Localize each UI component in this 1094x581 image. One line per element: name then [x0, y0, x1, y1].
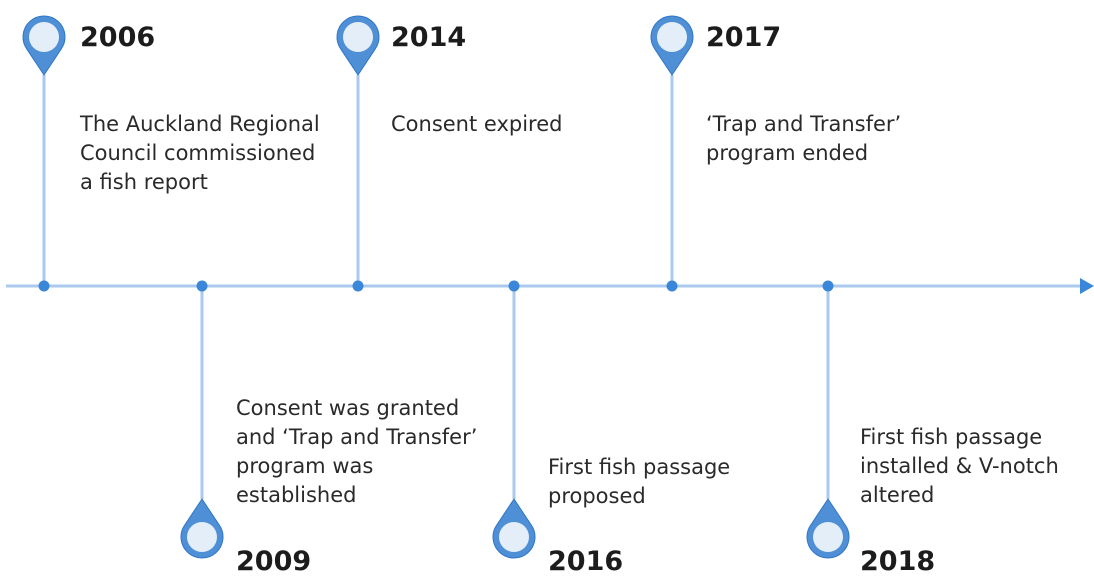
timeline-arrowhead [1080, 278, 1094, 294]
event-2016-year: 2016 [548, 546, 624, 577]
map-pin-icon [806, 498, 850, 559]
map-pin-icon [180, 498, 224, 559]
map-pin-icon [492, 498, 536, 559]
timeline-connectors [42, 75, 830, 499]
event-2014-year: 2014 [391, 22, 467, 53]
map-pin-icon [22, 15, 66, 76]
event-2009-year: 2009 [236, 546, 312, 577]
event-2018-description: First fish passage installed & V-notch a… [860, 425, 1059, 507]
event-2017-year: 2017 [706, 22, 782, 53]
timeline-dots [38, 280, 834, 292]
event-2009-description: Consent was granted and ‘Trap and Transf… [236, 396, 478, 507]
event-2016-axis-dot [508, 280, 520, 292]
event-2017-description: ‘Trap and Transfer’ program ended [706, 112, 902, 165]
event-2006-axis-dot [38, 280, 50, 292]
map-pin-icon [336, 15, 380, 76]
timeline-pins [22, 15, 850, 559]
event-2016-description: First fish passage proposed [548, 455, 731, 508]
event-2006-year: 2006 [80, 22, 156, 53]
event-2014-axis-dot [352, 280, 364, 292]
event-2014-description: Consent expired [391, 112, 563, 136]
event-2018-year: 2018 [860, 546, 936, 577]
event-2009-axis-dot [196, 280, 208, 292]
event-2018-axis-dot [822, 280, 834, 292]
event-2017-axis-dot [666, 280, 678, 292]
map-pin-icon [650, 15, 694, 76]
event-2006-description: The Auckland Regional Council commission… [80, 112, 320, 194]
